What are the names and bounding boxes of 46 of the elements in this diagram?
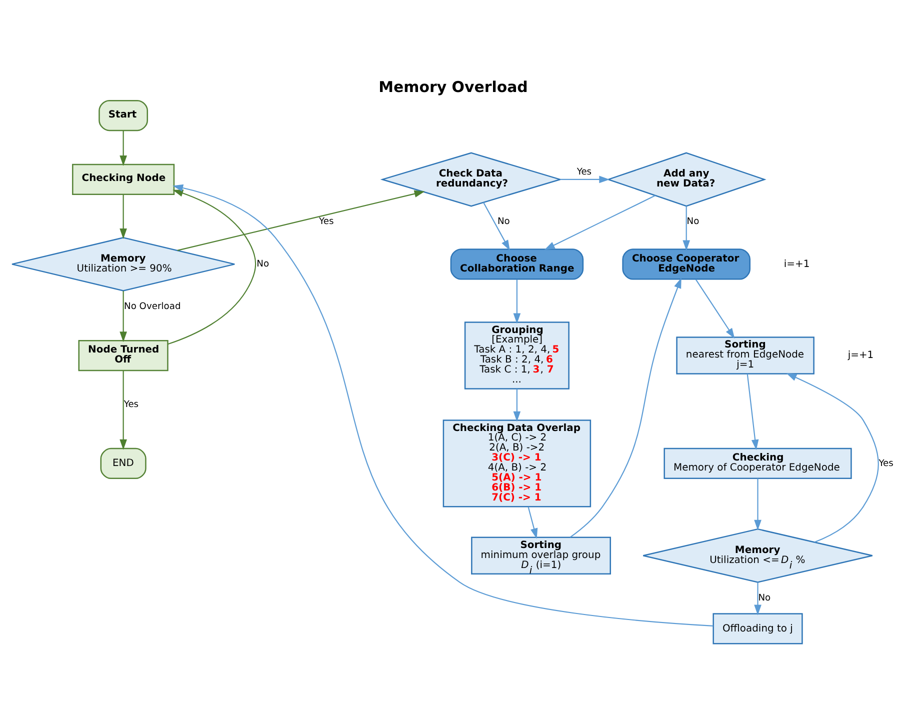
node-box: Choose Collaboration Range	[450, 248, 584, 280]
edge-label: No	[758, 593, 771, 604]
edge-label: No	[686, 217, 700, 228]
arrow	[168, 190, 256, 345]
node-box: Grouping [Example] Task A : 1, 2, 4, 5 Task B : 2, 4, 6 Task C : 1, 3, 7 ...	[464, 322, 570, 390]
node-box: END	[100, 448, 146, 480]
node-box: Start	[98, 100, 148, 132]
arrow	[120, 370, 127, 450]
edge-label: No	[497, 217, 510, 228]
arrow	[528, 506, 538, 539]
arrow	[120, 130, 127, 166]
arrow	[544, 195, 656, 250]
arrow	[513, 279, 521, 324]
edge-label: Yes	[124, 400, 139, 410]
node-box: Checking Data Overlap 1(A, C) -> 2 2(A, B) ->2 3(C) -> 1 4(A, B) -> 2 5(A) -> 1 6(B) -> 1 7(C) -> 1	[442, 420, 592, 508]
diagram-title: Memory Overload	[378, 78, 528, 96]
arrow	[695, 279, 735, 339]
arrow	[513, 388, 521, 422]
node-box: Sorting nearest from EdgeNode j=1	[676, 336, 814, 374]
edge-label: No Overload	[124, 302, 181, 312]
node-box: Checking Memory of Cooperator EdgeNode	[664, 448, 852, 480]
node-diamond: Add any new Data?	[606, 152, 766, 207]
arrow	[754, 478, 762, 530]
arrow	[560, 176, 610, 184]
node-box: Checking Node	[72, 164, 175, 196]
arrow	[120, 290, 127, 342]
node-box: Offloading to j	[712, 613, 803, 644]
node-box: Choose Cooperator EdgeNode	[622, 248, 750, 280]
node-box: Node Turned Off	[78, 340, 168, 372]
node-diamond: Check Data redundancy?	[380, 152, 562, 207]
edge-label: Yes	[318, 217, 334, 228]
arrow	[682, 206, 690, 251]
arrow	[754, 582, 762, 616]
arrow	[746, 374, 759, 450]
arrow	[786, 373, 879, 543]
label: j=+1	[848, 350, 874, 362]
arrow	[177, 190, 425, 251]
label: i=+1	[784, 258, 810, 270]
edge-label: No	[256, 259, 270, 270]
edge-label: Yes	[576, 167, 592, 178]
arrow	[483, 202, 510, 251]
edge-label: Yes	[878, 458, 894, 469]
arrow	[120, 194, 127, 239]
arrow	[570, 278, 682, 538]
arrow	[172, 184, 714, 626]
node-diamond: Memory Utilization >= 90%	[11, 236, 236, 292]
